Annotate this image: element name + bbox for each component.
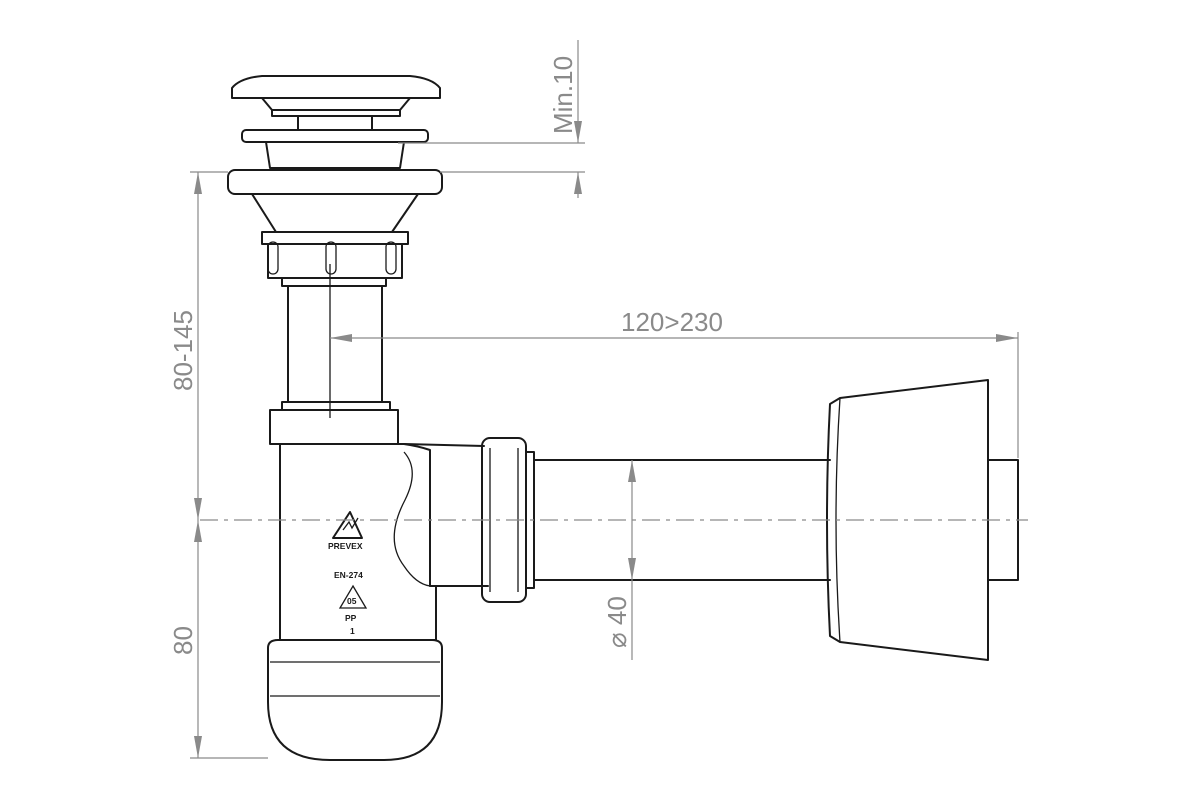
height-upper-label: 80-145 — [168, 310, 198, 391]
standard-mark: EN-274 — [334, 570, 363, 580]
drain-plug-cap — [231, 75, 441, 131]
union-nut — [261, 231, 409, 287]
recycle-code-mark: 05 — [347, 596, 357, 606]
material-mark: PP — [345, 613, 357, 623]
min-clearance-label: Min.10 — [548, 56, 578, 134]
variant-mark: 1 — [350, 626, 355, 636]
brand-logo — [332, 511, 363, 539]
trap-body — [279, 443, 489, 641]
recycle-icon — [338, 584, 368, 609]
height-lower-label: 80 — [168, 626, 198, 655]
pipe-diameter-label: ⌀ 40 — [602, 596, 632, 648]
pipe-diameter-dimension — [628, 460, 636, 660]
horizontal-reach-dimension — [330, 332, 1019, 458]
horizontal-reach-label: 120>230 — [621, 307, 723, 337]
trap-nut — [269, 409, 399, 445]
brand-mark: PREVEX — [328, 541, 363, 551]
drain-body-flange — [227, 129, 443, 233]
min-clearance-dimension — [398, 40, 585, 198]
horizontal-outlet-pipe — [533, 459, 831, 581]
height-dimension — [190, 171, 268, 759]
vertical-tailpipe — [281, 264, 391, 418]
trap-bottom-bowl — [267, 639, 443, 761]
